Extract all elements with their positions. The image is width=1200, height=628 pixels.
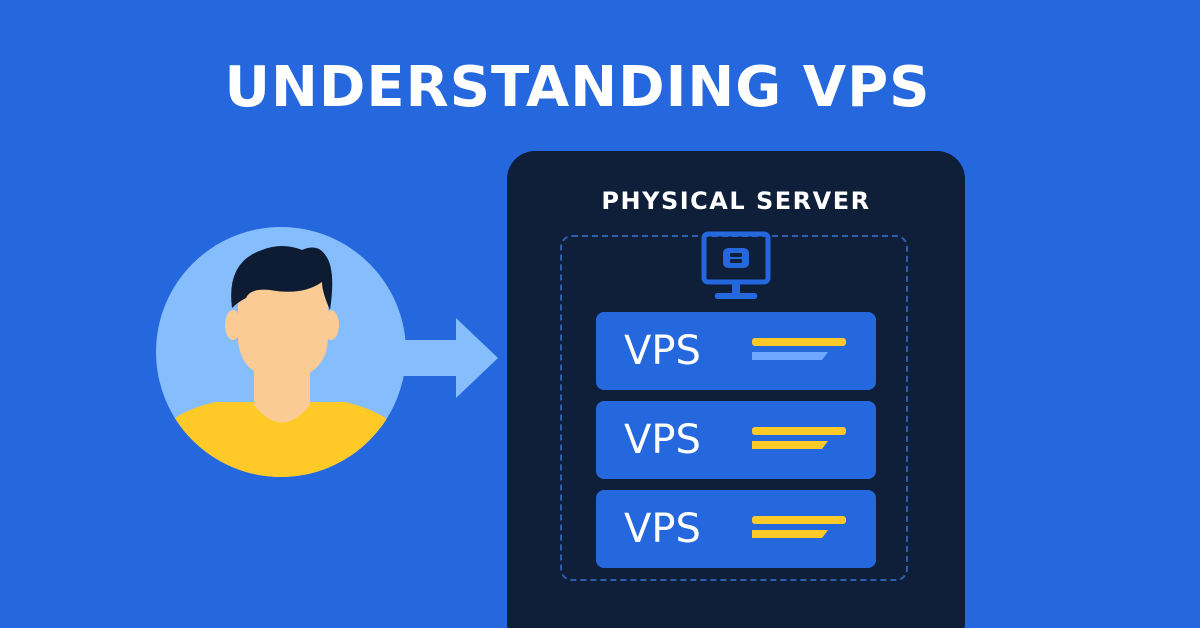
vps-label: VPS	[624, 328, 701, 374]
page-title: UNDERSTANDING VPS	[224, 55, 931, 120]
server-monitor-icon	[701, 231, 771, 299]
server-label: PHYSICAL SERVER	[601, 187, 871, 215]
user-avatar-icon	[156, 227, 406, 477]
vps-item: VPS	[596, 490, 876, 568]
vps-lines-icon	[752, 427, 846, 449]
vps-label: VPS	[624, 506, 701, 552]
vps-lines-icon	[752, 338, 846, 360]
vps-lines-icon	[752, 516, 846, 538]
arrow-right-icon	[400, 318, 498, 398]
vps-item: VPS	[596, 401, 876, 479]
physical-server: PHYSICAL SERVER VPS VPS VPS	[507, 151, 965, 628]
vps-item: VPS	[596, 312, 876, 390]
vps-label: VPS	[624, 417, 701, 463]
